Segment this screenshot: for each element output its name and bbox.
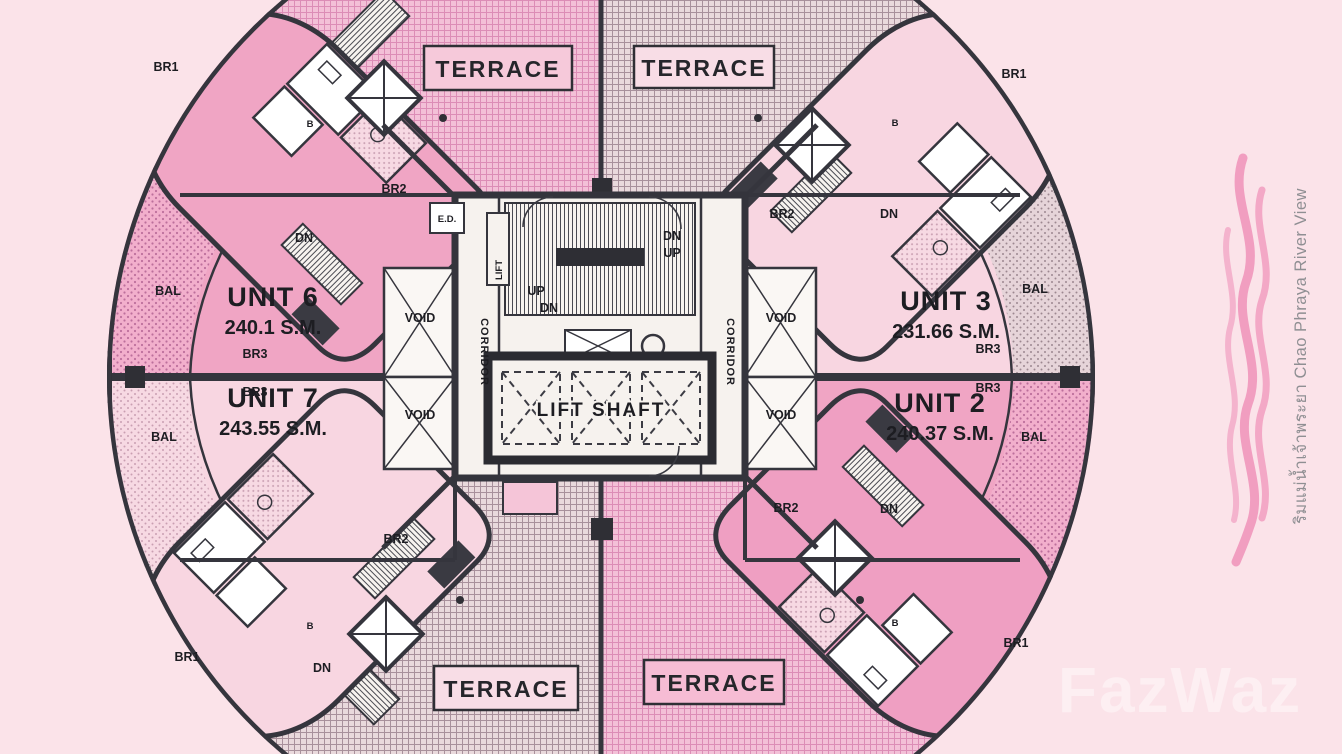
br3-label: BR3 [975, 381, 1000, 395]
bath-label: B [307, 621, 314, 632]
dn-label: DN [880, 207, 898, 221]
core-labels: DN UP UP DN E.D. LIFT CORRIDOR CORRIDOR … [438, 214, 736, 423]
unit-2-area: 240.37 S.M. [886, 423, 994, 445]
br3-label: BR3 [975, 342, 1000, 356]
dn-label: DN [880, 502, 898, 516]
bath-label: B [892, 118, 899, 129]
unit-3-area: 231.66 S.M. [892, 321, 1000, 343]
terrace-label: TERRACE [651, 670, 776, 696]
unit-7-area: 243.55 S.M. [219, 418, 327, 440]
tower-plan [107, 0, 1095, 754]
void-wells [382, 266, 818, 471]
br1-label: BR1 [1001, 67, 1026, 81]
unit-6-name: UNIT 6 [227, 282, 319, 312]
corridor-label: CORRIDOR [478, 318, 490, 386]
dn-label: DN [295, 231, 313, 245]
br3-label: BR3 [242, 347, 267, 361]
br2-label: BR2 [383, 532, 408, 546]
br2-label: BR2 [773, 501, 798, 515]
void-label: VOID [405, 408, 436, 422]
void-label: VOID [766, 408, 797, 422]
lift-lobby-label: LIFT [494, 260, 505, 280]
unit-titles: UNIT 6 240.1 S.M. UNIT 7 243.55 S.M. UNI… [219, 282, 1000, 445]
bal-label: BAL [155, 284, 181, 298]
room-labels: BR1 BR1 BR1 BR1 BR2 BR2 BR2 BR2 BR3 BR3 … [151, 60, 1048, 675]
dn-label: DN [313, 661, 331, 675]
bal-label: BAL [151, 430, 177, 444]
stair-dn-label: DN [540, 301, 558, 315]
unit-2-name: UNIT 2 [894, 388, 986, 418]
br1-label: BR1 [174, 650, 199, 664]
door-arcs [522, 196, 682, 477]
lift-shaft [483, 351, 717, 465]
terrace-label: TERRACE [641, 55, 766, 81]
bal-label: BAL [1022, 282, 1048, 296]
exit-door-label: E.D. [438, 214, 456, 225]
terrace-label: TERRACE [443, 676, 568, 702]
logo-waves [1223, 153, 1270, 567]
br2-label: BR2 [769, 207, 794, 221]
void-label: VOID [766, 311, 797, 325]
wing-bottom-left [140, 388, 492, 740]
bath-label: B [307, 119, 314, 130]
corridor-label: CORRIDOR [724, 318, 736, 386]
terrace-labels: TERRACE TERRACE TERRACE TERRACE [422, 44, 786, 712]
unit-6-area: 240.1 S.M. [225, 317, 322, 339]
central-core [429, 191, 749, 515]
bal-label: BAL [1021, 430, 1047, 444]
service-box-icons [344, 58, 875, 674]
lift-shaft-label: LIFT SHAFT [537, 400, 666, 421]
planter [502, 481, 558, 515]
terrace-label: TERRACE [435, 56, 560, 82]
tower-outer-wall [107, 0, 1095, 754]
void-label: VOID [405, 311, 436, 325]
br3-label: BR3 [242, 385, 267, 399]
watermark: FazWaz [1058, 654, 1302, 726]
br2-label: BR2 [381, 182, 406, 196]
stair-up-label: UP [527, 284, 544, 298]
stair-up-label: UP [663, 246, 680, 260]
river-view-caption: ริมแม่น้ำเจ้าพระยา Chao Phraya River Vie… [1288, 188, 1310, 525]
unit-3-name: UNIT 3 [900, 286, 992, 316]
br1-label: BR1 [1003, 636, 1028, 650]
stair-dn-label: DN [663, 229, 681, 243]
unit-7-name: UNIT 7 [227, 383, 319, 413]
br1-label: BR1 [153, 60, 178, 74]
bath-label: B [892, 618, 899, 629]
